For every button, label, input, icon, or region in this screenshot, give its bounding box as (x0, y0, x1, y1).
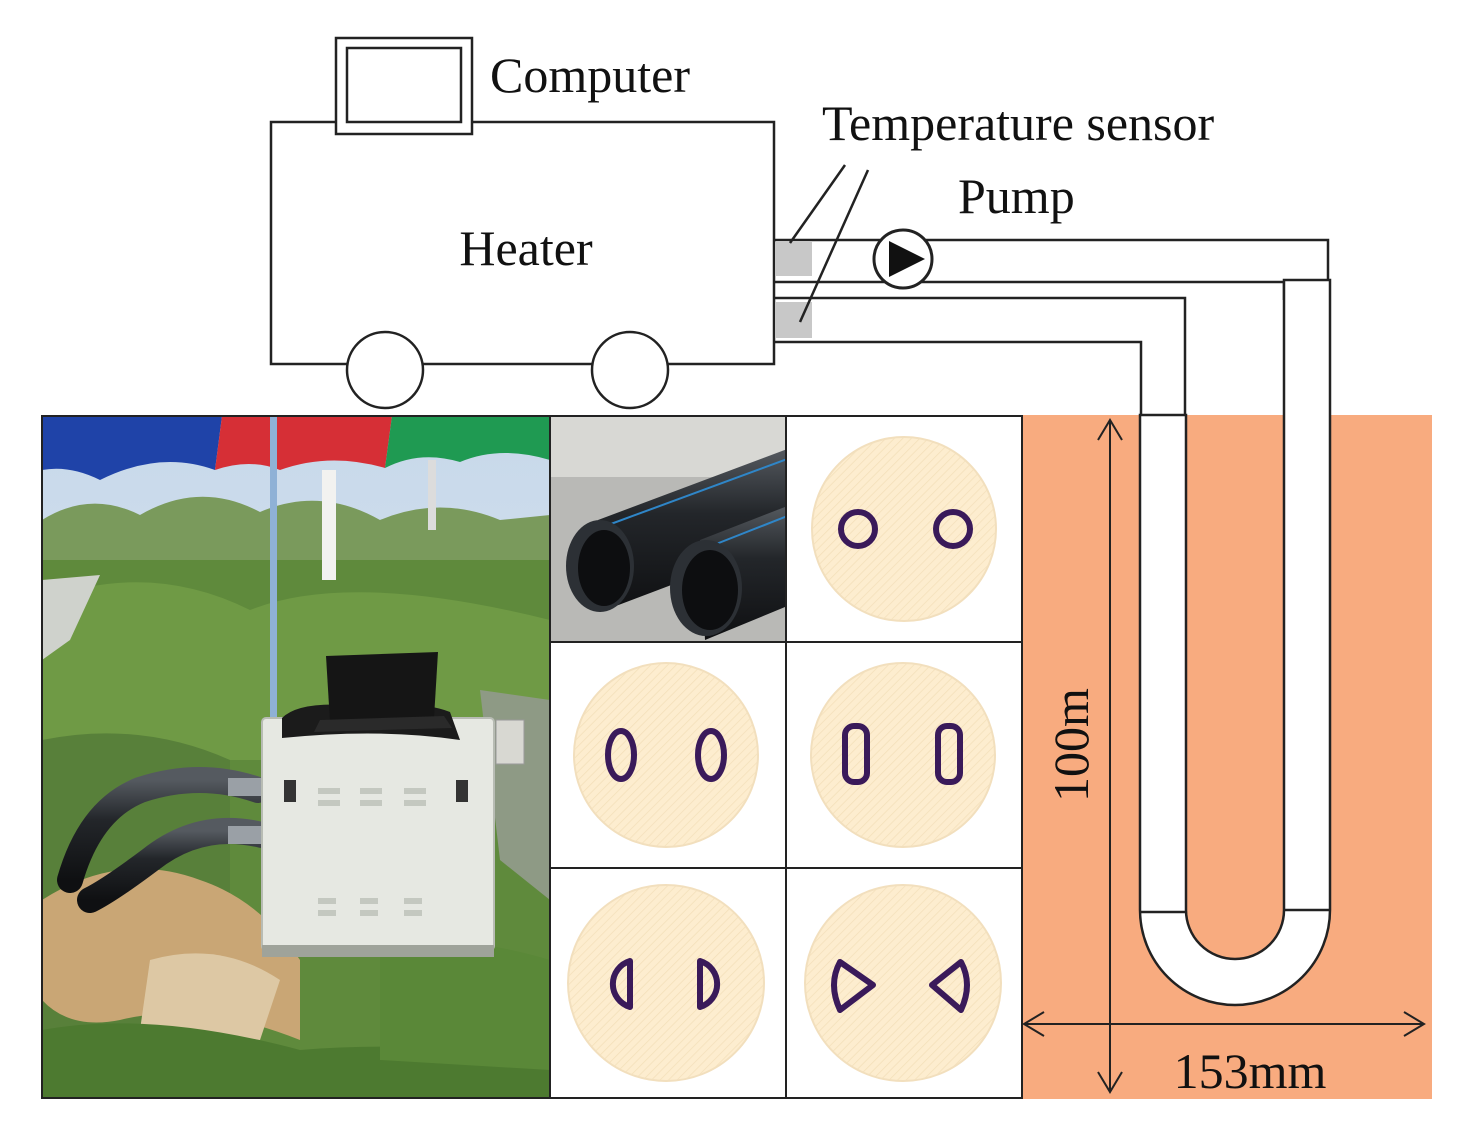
diameter-arrow (1022, 1011, 1426, 1037)
temperature-sensor-label: Temperature sensor (822, 95, 1215, 151)
sensor-leader-bottom (798, 169, 870, 323)
temperature-sensor-top (776, 242, 812, 276)
cross-section-rounded-rectangle (810, 662, 996, 848)
heater-wheel-right (590, 330, 670, 410)
cross-section-triangle (804, 884, 1002, 1082)
depth-label: 100m (1043, 688, 1099, 802)
laptop-photo (326, 652, 438, 722)
umbrella-red (215, 416, 392, 470)
hdpe-pipe-photo (551, 417, 785, 641)
pipe-lines (774, 238, 1330, 415)
cross-section-grid (549, 415, 1023, 1099)
umbrella-blue (42, 416, 222, 480)
heater-unit: Heater (269, 120, 776, 410)
heater-label: Heater (459, 220, 593, 276)
cross-section-semicircle (567, 884, 765, 1082)
umbrella-green (385, 416, 550, 468)
borehole-section: 100m 153mm (1022, 278, 1432, 1099)
computer-screen (345, 46, 463, 124)
depth-arrow (1097, 418, 1123, 1094)
field-photo (41, 415, 551, 1099)
sensor-leader-top (788, 164, 847, 244)
u-pipe (1138, 278, 1332, 1007)
computer-label: Computer (490, 47, 690, 103)
cross-section-circle (811, 436, 997, 622)
diameter-label: 153mm (1174, 1043, 1327, 1099)
computer-unit: Computer (334, 36, 690, 136)
pump-label: Pump (958, 168, 1075, 224)
heater-wheel-left (345, 330, 425, 410)
heater-box (269, 120, 776, 366)
pump-symbol (872, 228, 934, 290)
cross-section-ellipse (573, 662, 759, 848)
